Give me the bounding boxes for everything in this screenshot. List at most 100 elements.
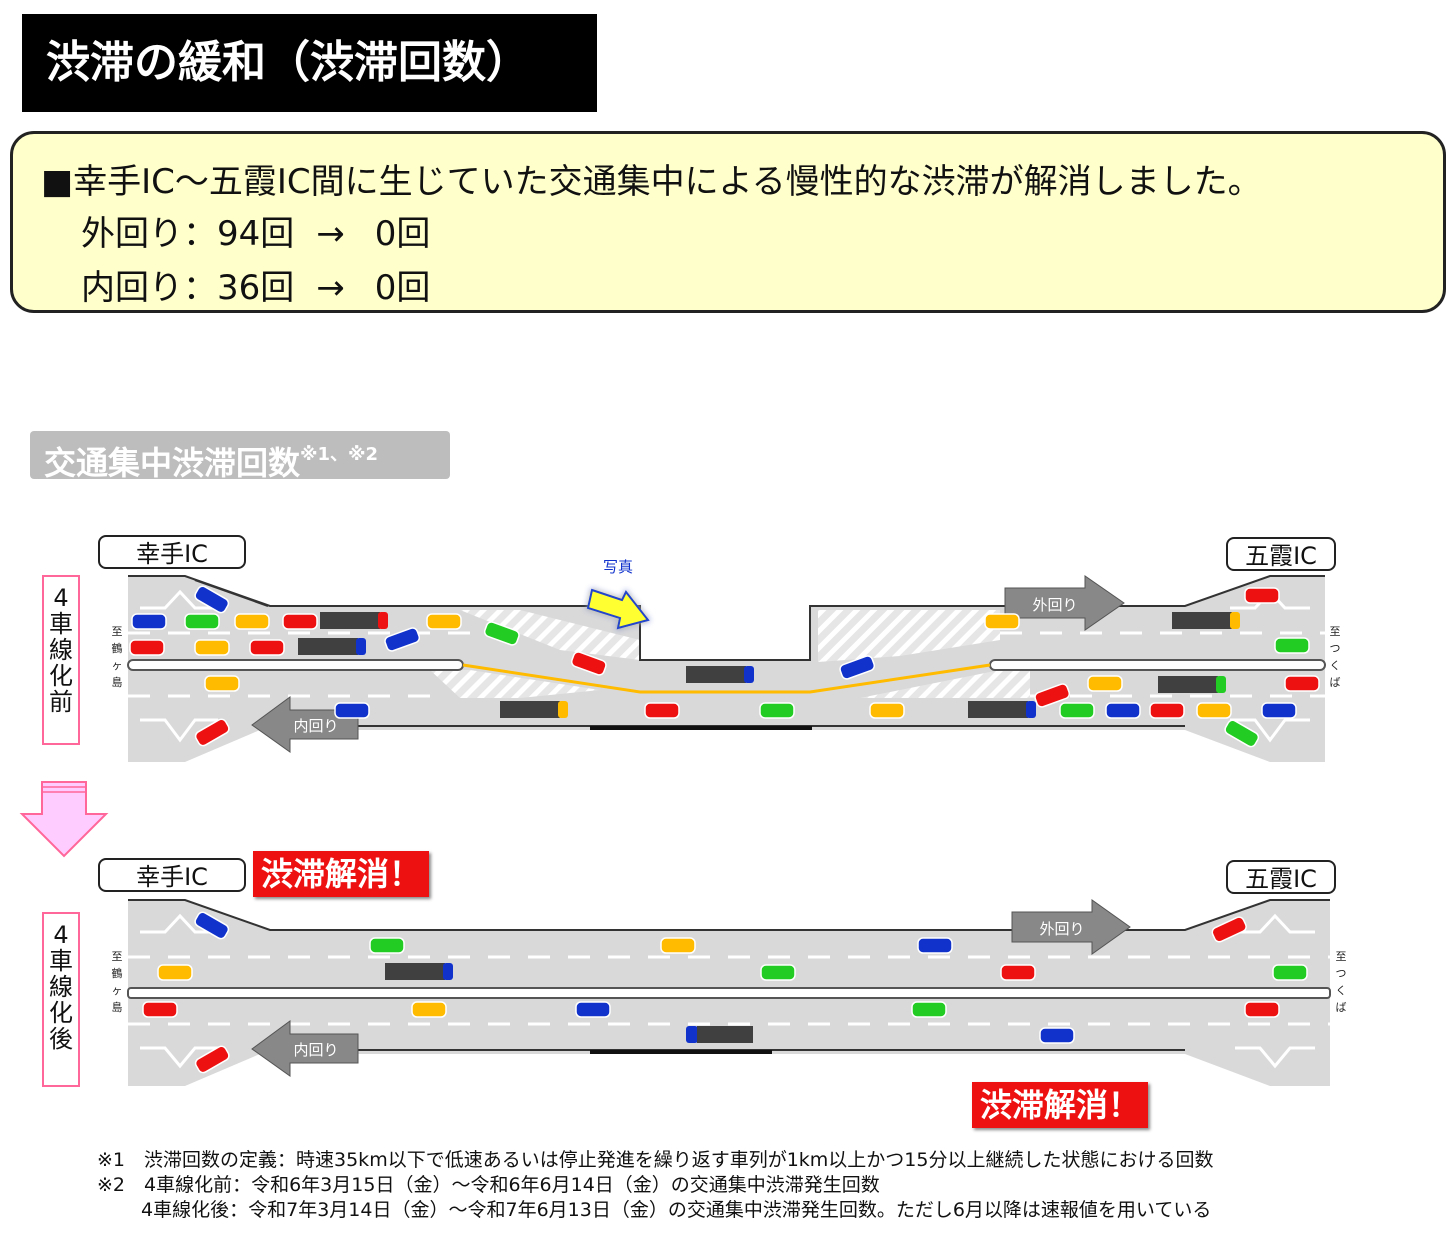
car-icon [426, 613, 462, 630]
page-title: 渋滞の緩和（渋滞回数） [22, 14, 597, 112]
car-icon [184, 613, 220, 630]
hatch-right-bottom [860, 670, 1030, 698]
car-icon [869, 702, 905, 719]
lane-arrow-icon [140, 1046, 218, 1069]
car-icon [575, 1001, 611, 1018]
car-icon [839, 655, 876, 680]
lane-arrow-icon [1235, 913, 1315, 934]
car-icon [1244, 587, 1280, 604]
truck-cab-icon [1216, 676, 1226, 693]
car-icon [204, 675, 240, 692]
truck-cab-icon [378, 612, 388, 629]
truck-icon [320, 612, 380, 629]
photo-arrow-icon [586, 588, 650, 630]
summary-box: ■幸手IC～五霞IC間に生じていた交通集中による慢性的な渋滞が解消しました。 外… [10, 131, 1446, 313]
ic-box-goka: 五霞IC [1226, 860, 1336, 894]
ic-box-goka: 五霞IC [1226, 537, 1336, 571]
inner-direction-arrow [251, 1020, 359, 1077]
summary-line1: ■幸手IC～五霞IC間に生じていた交通集中による慢性的な渋滞が解消しました。 [41, 162, 1262, 202]
inner-direction-arrow [251, 696, 359, 753]
lane-arrow-icon [140, 718, 218, 743]
truck-cab-icon [1026, 701, 1036, 718]
to-tsukuba: 至つくば [1336, 950, 1347, 1014]
car-icon [334, 702, 370, 719]
car-icon [1039, 1027, 1075, 1044]
lane-arrow-icon [140, 913, 218, 934]
edge-line [128, 899, 1330, 931]
inner-arrow-label: 内回り [293, 1041, 338, 1059]
car-icon [282, 613, 318, 630]
car-icon [570, 651, 607, 676]
truck-icon [298, 638, 358, 655]
median [989, 659, 1326, 671]
truck-cab-icon [1230, 612, 1240, 629]
car-icon [249, 639, 285, 656]
car-icon [1224, 719, 1260, 748]
road-diagram: 外回り 内回り 写真 外回り 内回り 至鶴ヶ島 至つくば 至鶴ヶ島 至つ [19, 558, 1347, 1086]
car-icon [384, 627, 421, 652]
center-line-yellow [462, 663, 991, 694]
lane-arrow-icon [1235, 1046, 1315, 1069]
car-icon [911, 1001, 947, 1018]
car-icon [483, 621, 520, 646]
car-icon [759, 702, 795, 719]
section-label: 交通集中渋滞回数※1、※2 [30, 431, 450, 482]
truck-icon [1158, 676, 1218, 693]
hatch-left-top [460, 610, 640, 660]
car-icon [1284, 675, 1320, 692]
to-tsurugashima: 至鶴ヶ島 [112, 950, 123, 1014]
car-icon [194, 639, 230, 656]
truck-cab-icon [443, 963, 453, 980]
car-icon [760, 964, 796, 981]
cleared-badge: 渋滞解消！ [972, 1082, 1149, 1128]
summary-outer: 外回り：94回→0回 [81, 214, 431, 254]
truck-icon [686, 666, 746, 683]
lane-arrow-icon [1230, 718, 1310, 743]
car-icon [1149, 702, 1185, 719]
car-icon [1211, 916, 1247, 943]
edge-line [194, 579, 269, 607]
car-icon [411, 1001, 447, 1018]
car-icon [917, 937, 953, 954]
ic-box-satte: 幸手IC [98, 858, 246, 892]
car-icon [1196, 702, 1232, 719]
car-icon [1274, 637, 1310, 654]
truck-cab-icon [356, 638, 366, 655]
car-icon [142, 1001, 178, 1018]
footnote: ※1 渋滞回数の定義：時速35km以下で低速あるいは停止発進を繰り返す車列が1k… [97, 1149, 1214, 1171]
section-note: ※1、※2 [300, 444, 379, 465]
car-icon [1244, 1001, 1280, 1018]
summary-inner: 内回り：36回→0回 [81, 268, 431, 308]
truck-icon [1172, 612, 1232, 629]
vehicles [129, 585, 1320, 1074]
cleared-badge: 渋滞解消！ [253, 851, 430, 897]
car-icon [131, 613, 167, 630]
footnotes: ※1 渋滞回数の定義：時速35km以下で低速あるいは停止発進を繰り返す車列が1k… [97, 1148, 1213, 1223]
inner-arrow-label: 内回り [293, 717, 338, 735]
outer-direction-arrow [1011, 899, 1131, 955]
car-icon [1087, 675, 1123, 692]
road-before: 外回り 内回り 写真 [127, 558, 1326, 762]
to-tsukuba: 至つくば [1330, 625, 1341, 689]
hatch-left-bottom [430, 670, 600, 698]
car-icon [194, 585, 230, 614]
truck-icon [385, 963, 445, 980]
outer-arrow-label: 外回り [1032, 596, 1077, 614]
car-icon [1059, 702, 1095, 719]
car-icon [194, 718, 230, 747]
car-icon [1034, 683, 1071, 708]
car-icon [660, 937, 696, 954]
footnote: 4車線化後：令和7年3月14日（金）～令和7年6月13日（金）の交通集中渋滞発生… [97, 1199, 1212, 1221]
car-icon [644, 702, 680, 719]
truck-icon [500, 701, 560, 718]
car-icon [234, 613, 270, 630]
arrow-right-icon: → [316, 268, 345, 308]
to-tsurugashima: 至鶴ヶ島 [112, 625, 123, 689]
car-icon [984, 613, 1020, 630]
truck-cab-icon [744, 666, 754, 683]
car-icon [1105, 702, 1141, 719]
car-icon [157, 964, 193, 981]
truck-cab-icon [558, 701, 568, 718]
